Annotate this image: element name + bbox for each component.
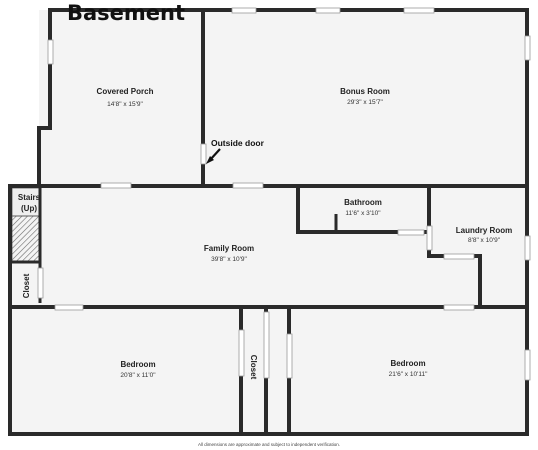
- closet-left-label: Closet: [22, 273, 31, 298]
- covered-porch-name: Covered Porch: [97, 87, 154, 96]
- bedroom-right-name: Bedroom: [390, 359, 425, 368]
- stairs-label-line1: Stairs: [18, 193, 41, 202]
- bedroom-left-dims: 20'8" x 11'0": [120, 372, 156, 379]
- stairs-box: [11, 187, 41, 217]
- family-room-name: Family Room: [204, 244, 254, 253]
- laundry-room-dims: 8'8" x 10'9": [468, 237, 501, 244]
- covered-porch-dims: 14'8" x 15'9": [107, 101, 143, 108]
- laundry-room-name: Laundry Room: [456, 226, 512, 235]
- family-room-dims: 39'8" x 10'9": [211, 256, 247, 263]
- stairs-label-line2: (Up): [21, 204, 37, 213]
- stairs-hatch: [11, 215, 41, 263]
- bathroom-dims: 11'6" x 3'10": [345, 210, 381, 217]
- closet-middle-label: Closet: [249, 355, 258, 380]
- bonus-room-dims: 29'3" x 15'7": [347, 99, 383, 106]
- outside-door-label: Outside door: [211, 138, 265, 148]
- bonus-room-name: Bonus Room: [340, 87, 390, 96]
- footer-disclaimer: All dimensions are approximate and subje…: [198, 442, 340, 447]
- windows: [37, 7, 531, 381]
- plan-title: Basement: [67, 1, 185, 25]
- bedroom-left-name: Bedroom: [120, 360, 155, 369]
- bedroom-right-dims: 21'6" x 10'11": [389, 371, 428, 378]
- bathroom-name: Bathroom: [344, 198, 382, 207]
- arrow-icon: [206, 148, 221, 164]
